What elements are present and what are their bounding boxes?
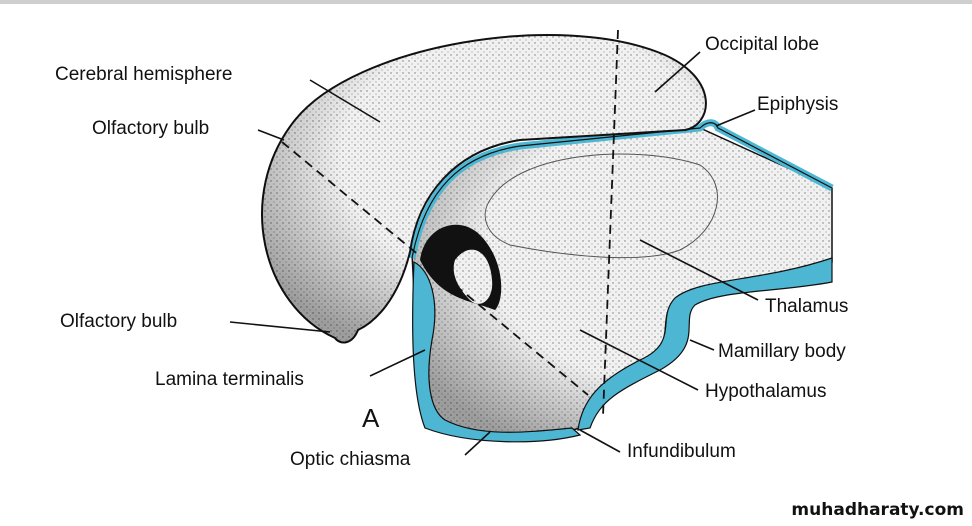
leader-mamillary-body: [689, 339, 715, 351]
watermark: muhadharaty.com: [791, 500, 964, 520]
label-infundibulum: Infundibulum: [627, 441, 736, 462]
section-line-oblique: [281, 141, 589, 396]
label-lamina-terminalis: Lamina terminalis: [155, 369, 304, 390]
leader-optic-chiasma: [464, 431, 491, 456]
leader-thalamus: [639, 239, 759, 301]
label-occipital-lobe: Occipital lobe: [705, 34, 819, 55]
label-thalamus: Thalamus: [765, 296, 848, 317]
leader-epiphysis: [715, 109, 756, 127]
section-line-vertical: [602, 29, 619, 417]
leader-occipital-lobe: [654, 51, 701, 93]
label-mamillary-body: Mamillary body: [718, 341, 846, 362]
label-optic-chiasma: Optic chiasma: [290, 449, 411, 470]
lamina-terminalis-lining: [412, 261, 582, 443]
leader-lamina-terminalis: [369, 349, 426, 377]
thalamus-mass: [484, 153, 718, 259]
label-epiphysis: Epiphysis: [757, 94, 838, 115]
leader-olfactory-bulb-upper: [257, 129, 285, 141]
floor-lining: [577, 257, 833, 431]
label-olfactory-bulb-upper: Olfactory bulb: [92, 118, 209, 139]
figure-letter: A: [362, 403, 380, 433]
label-cerebral-hemisphere: Cerebral hemisphere: [55, 64, 232, 85]
leader-olfactory-bulb-lower: [229, 321, 331, 333]
label-olfactory-bulb-lower: Olfactory bulb: [60, 311, 177, 332]
leader-cerebral-hemisphere: [309, 79, 381, 123]
leader-infundibulum: [579, 429, 621, 453]
label-hypothalamus: Hypothalamus: [705, 381, 826, 402]
top-border: [0, 0, 972, 4]
leader-hypothalamus: [579, 329, 699, 391]
